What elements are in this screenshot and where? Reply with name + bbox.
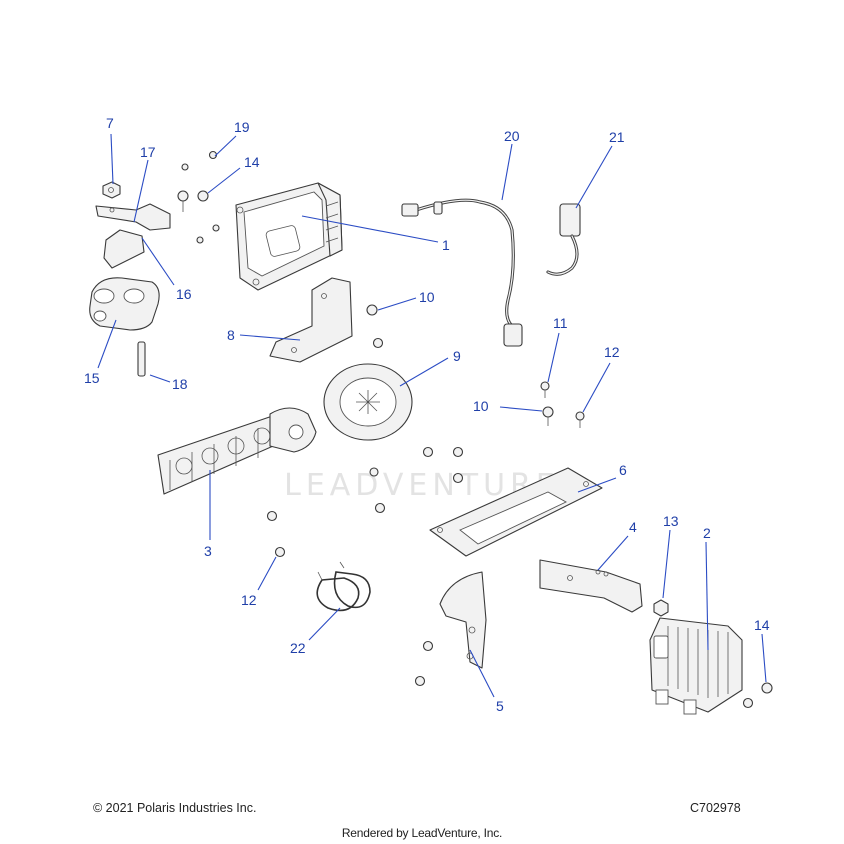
copyright-text: © 2021 Polaris Industries Inc.	[93, 801, 257, 815]
callout-12-right: 12	[604, 344, 620, 360]
part-stud-18[interactable]	[137, 341, 146, 377]
callout-12-left: 12	[241, 592, 257, 608]
part-boot-9[interactable]	[323, 363, 413, 441]
callout-22: 22	[290, 640, 306, 656]
callout-6: 6	[619, 462, 627, 478]
screw-icon[interactable]	[366, 304, 378, 316]
callout-labels: 1 2 3 4 5 6 7 8 9 10 10 11 12 12 13 14 1…	[84, 115, 770, 714]
callout-4: 4	[629, 519, 637, 535]
screw-icon[interactable]	[196, 236, 204, 244]
callout-7: 7	[106, 115, 114, 131]
callout-11: 11	[553, 315, 568, 331]
part-bracket-8[interactable]	[269, 277, 353, 363]
rendered-by-text: Rendered by LeadVenture, Inc.	[341, 826, 503, 840]
callout-21: 21	[609, 129, 625, 145]
callout-1: 1	[442, 237, 450, 253]
screw-icon[interactable]	[372, 337, 384, 349]
callout-8: 8	[227, 327, 235, 343]
callout-14-upper: 14	[244, 154, 260, 170]
fastener-group	[177, 150, 773, 709]
drawing-id: C702978	[690, 801, 741, 815]
callout-13: 13	[663, 513, 679, 529]
callout-9: 9	[453, 348, 461, 364]
callout-10-lower: 10	[473, 398, 489, 414]
callout-3: 3	[204, 543, 212, 559]
screw-icon[interactable]	[181, 163, 189, 171]
part-mounting-bracket-4[interactable]	[539, 559, 643, 613]
screw-icon[interactable]	[761, 682, 773, 694]
screw-icon[interactable]	[266, 510, 278, 522]
callout-20: 20	[504, 128, 520, 144]
callout-15: 15	[84, 370, 100, 386]
part-connector-harness[interactable]	[546, 203, 581, 276]
screw-icon[interactable]	[369, 467, 379, 477]
screw-icon[interactable]	[422, 446, 434, 458]
part-bracket-16[interactable]	[103, 229, 145, 269]
screw-icon[interactable]	[542, 406, 554, 426]
callout-2: 2	[703, 525, 711, 541]
callout-17: 17	[140, 144, 156, 160]
part-voltage-regulator[interactable]	[649, 617, 743, 715]
screw-icon[interactable]	[422, 640, 434, 652]
screw-icon[interactable]	[212, 224, 220, 232]
part-nut-7[interactable]	[102, 181, 121, 199]
screw-icon[interactable]	[452, 472, 464, 484]
part-l-bracket-5[interactable]	[439, 571, 487, 669]
screw-icon[interactable]	[374, 502, 386, 514]
callout-18: 18	[172, 376, 188, 392]
part-ignition-coil[interactable]	[89, 277, 160, 331]
screw-icon[interactable]	[274, 546, 286, 558]
screw-icon[interactable]	[197, 190, 209, 202]
part-sensor-harness[interactable]	[401, 198, 523, 347]
callout-5: 5	[496, 698, 504, 714]
screw-icon[interactable]	[452, 446, 464, 458]
part-hose-clamps[interactable]	[316, 561, 371, 612]
nut-icon[interactable]	[653, 599, 669, 617]
part-coil-rail-assembly[interactable]	[157, 407, 317, 495]
callout-10-upper: 10	[419, 289, 435, 305]
part-mounting-plate[interactable]	[429, 467, 603, 557]
screw-icon[interactable]	[414, 675, 426, 687]
screw-icon[interactable]	[575, 411, 585, 428]
callout-19: 19	[234, 119, 250, 135]
callout-14-right: 14	[754, 617, 770, 633]
callout-16: 16	[176, 286, 192, 302]
screw-icon[interactable]	[540, 381, 550, 398]
part-bracket-17[interactable]	[95, 203, 171, 231]
screw-icon[interactable]	[177, 190, 189, 212]
part-ecu-module[interactable]	[235, 182, 343, 291]
leader-lines	[97, 133, 767, 698]
screw-icon[interactable]	[742, 697, 754, 709]
